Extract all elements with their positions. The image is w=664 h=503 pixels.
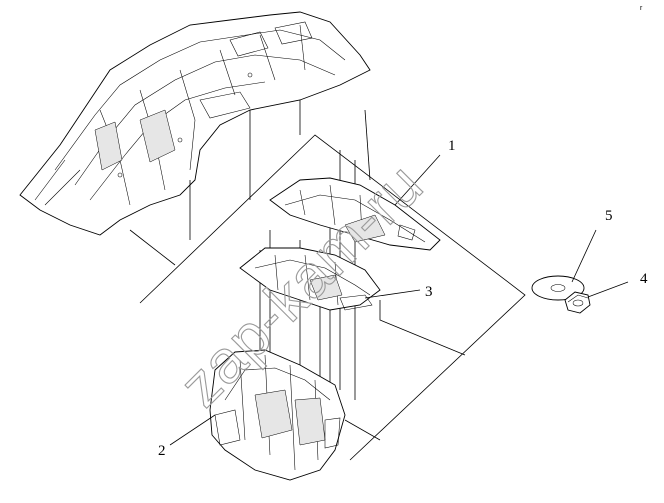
part-2-floor-panel [209,349,346,481]
part-3-reinforcement [239,247,381,311]
floor-pan-assembly [19,11,371,236]
callout-4: 4 [640,271,648,287]
callout-5: 5 [605,208,613,224]
callout-3: 3 [425,284,433,300]
part-1-reinforcement [269,177,441,251]
callout-1: 1 [448,138,456,154]
part-4-nut [564,291,591,314]
part-5-washer [531,275,585,301]
leader-lines [169,154,629,446]
callout-2: 2 [158,443,166,459]
corner-mark: r [640,5,643,12]
